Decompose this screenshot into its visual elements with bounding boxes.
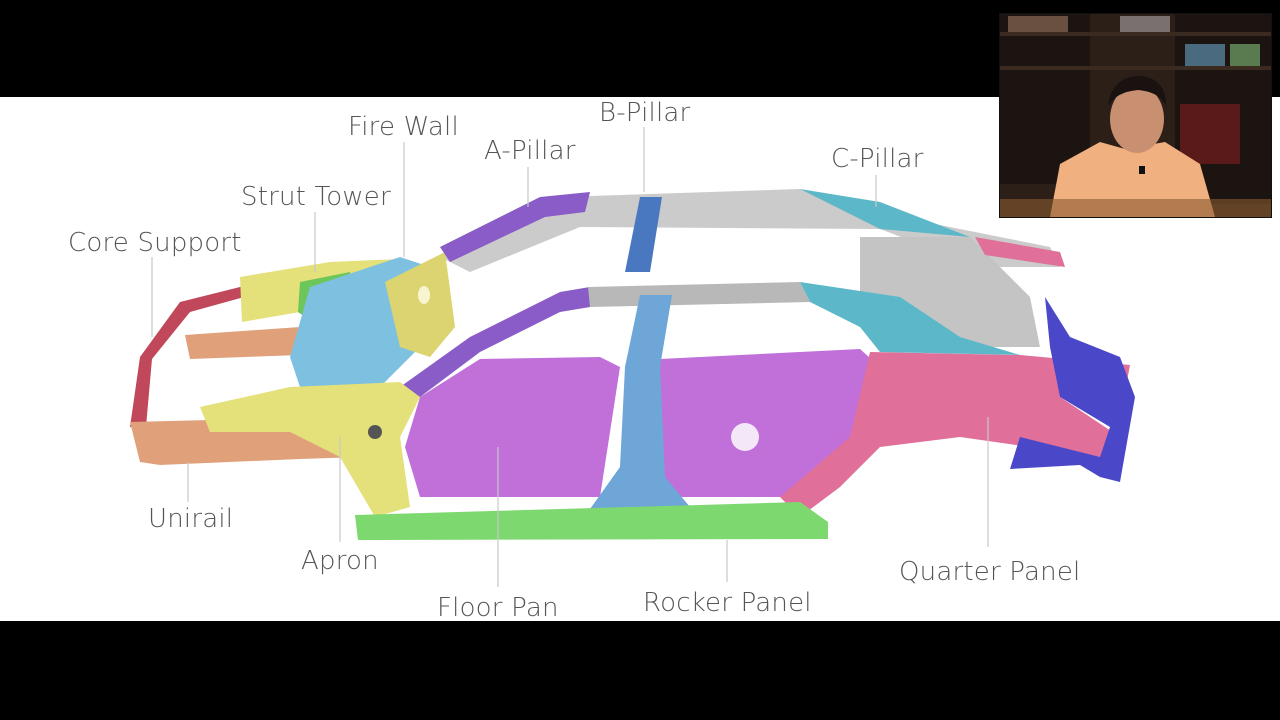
part-labels: Core Support Strut Tower Fire Wall A-Pil… xyxy=(68,98,1080,621)
webcam-overlay xyxy=(999,13,1272,218)
rocker-panel-part xyxy=(355,502,828,540)
floor xyxy=(1000,199,1271,217)
hole-detail xyxy=(731,423,759,451)
far-roof-frame xyxy=(440,189,1060,272)
rear-structure-part xyxy=(1010,297,1135,482)
apron-part xyxy=(200,382,420,517)
red-cabinet xyxy=(1180,104,1240,164)
label-fire-wall: Fire Wall xyxy=(348,112,459,142)
books xyxy=(1185,44,1225,66)
bookshelf xyxy=(1000,14,1090,184)
label-strut-tower: Strut Tower xyxy=(241,182,391,212)
label-quarter-panel: Quarter Panel xyxy=(899,557,1080,587)
presenter-face xyxy=(1110,85,1164,153)
b-pillar-part xyxy=(590,295,690,509)
label-c-pillar: C-Pillar xyxy=(831,144,924,174)
label-floor-pan: Floor Pan xyxy=(437,593,559,621)
hole-detail xyxy=(368,425,382,439)
rear-top-trim xyxy=(975,237,1065,267)
c-pillar-far xyxy=(800,189,970,237)
roof-rail xyxy=(588,282,810,307)
presenter-video xyxy=(1000,14,1271,217)
books xyxy=(1230,44,1260,66)
label-unirail: Unirail xyxy=(148,504,233,534)
shelf-board xyxy=(1000,66,1271,70)
hole-detail xyxy=(418,286,430,304)
a-pillar-lower xyxy=(400,287,590,397)
floor-pan-part xyxy=(405,357,620,497)
label-rocker-panel: Rocker Panel xyxy=(643,588,812,618)
a-pillar-part xyxy=(440,192,590,262)
car-body-illustration xyxy=(130,189,1135,540)
leader-lines xyxy=(151,127,989,587)
microphone xyxy=(1139,166,1145,174)
label-a-pillar: A-Pillar xyxy=(484,136,576,166)
label-core-support: Core Support xyxy=(68,228,242,258)
fire-wall-part xyxy=(385,252,455,357)
shelf-board xyxy=(1000,32,1271,36)
far-b-pillar xyxy=(625,197,662,272)
presenter-shirt xyxy=(1050,142,1215,217)
presenter-hair xyxy=(1108,76,1166,106)
quarter-panel-part xyxy=(780,352,1130,517)
core-support-part xyxy=(130,282,262,427)
books xyxy=(1120,16,1170,32)
label-apron: Apron xyxy=(301,546,379,576)
car-body-diagram: Core Support Strut Tower Fire Wall A-Pil… xyxy=(68,98,1135,621)
books xyxy=(1008,16,1068,32)
label-b-pillar: B-Pillar xyxy=(599,98,691,128)
c-pillar-part xyxy=(800,282,1020,355)
